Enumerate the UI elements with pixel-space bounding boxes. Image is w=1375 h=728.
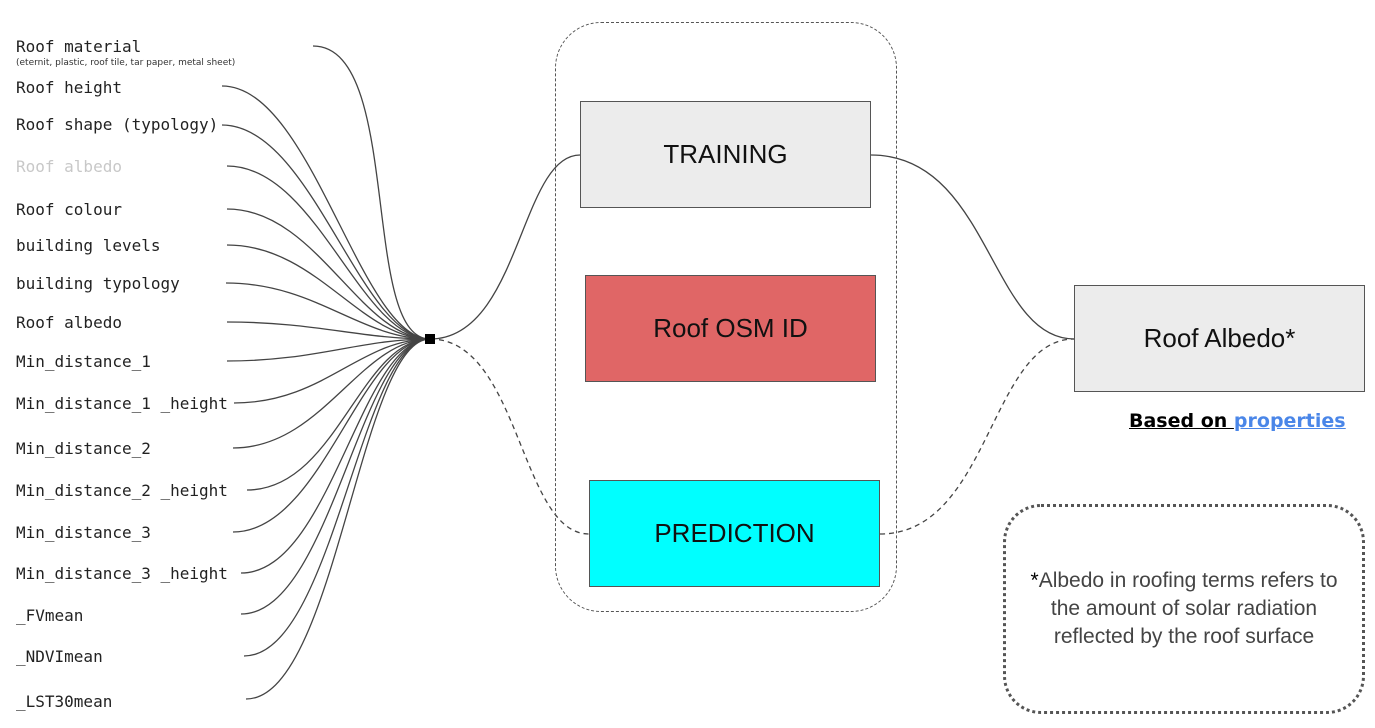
input-feature-label: Min_distance_1 (16, 352, 151, 371)
properties-link[interactable]: properties (1233, 410, 1346, 432)
prediction-label: PREDICTION (654, 518, 815, 548)
based-on-caption: Based on properties (1129, 410, 1346, 432)
note-asterisk: * (1030, 569, 1039, 592)
input-feature-label: Min_distance_2 _height (16, 481, 228, 500)
prediction-connector (429, 338, 590, 535)
input-feature-label: building typology (16, 274, 180, 293)
prediction-box: PREDICTION (589, 480, 880, 587)
feature-connector (240, 338, 431, 615)
feature-connector (243, 338, 431, 657)
input-feature-label: building levels (16, 236, 161, 255)
roof-albedo-output-label: Roof Albedo* (1143, 323, 1296, 353)
prediction-output-connector (879, 338, 1075, 535)
feature-connector (245, 338, 431, 700)
feature-connector (226, 208, 431, 340)
albedo-definition-note: *Albedo in roofing terms refers to the a… (1003, 504, 1365, 714)
input-feature-label: _LST30mean (16, 692, 113, 711)
feature-connector (221, 85, 431, 340)
feature-junction-node (425, 334, 435, 344)
feature-connector (221, 124, 431, 340)
note-body: Albedo in roofing terms refers to the am… (1038, 569, 1338, 648)
feature-connector (232, 338, 431, 449)
feature-connector (233, 338, 431, 404)
feature-connector (226, 321, 431, 340)
model-stage-group (555, 22, 897, 612)
feature-connector (246, 338, 431, 491)
training-label: TRAINING (663, 139, 788, 169)
input-feature-label: _NDVImean (16, 647, 103, 666)
feature-connector (226, 338, 431, 362)
roof-osm-id-label: Roof OSM ID (653, 313, 808, 343)
input-feature-label: Roof albedo (16, 313, 122, 332)
input-feature-label: Roof shape (typology) (16, 115, 219, 134)
input-feature-label: Min_distance_2 (16, 439, 151, 458)
roof-osm-id-box: Roof OSM ID (585, 275, 876, 382)
feature-connector (226, 244, 431, 340)
input-feature-label: Min_distance_3 (16, 523, 151, 542)
input-feature-sublabel: (eternit, plastic, roof tile, tar paper,… (16, 58, 236, 68)
feature-connector (240, 338, 431, 574)
based-on-prefix: Based on (1129, 410, 1234, 432)
roof-albedo-output-box: Roof Albedo* (1074, 285, 1365, 392)
input-feature-label: Roof height (16, 78, 122, 97)
training-output-connector (870, 154, 1075, 340)
input-feature-label: Min_distance_3 _height (16, 564, 228, 583)
input-feature-label: _FVmean (16, 606, 84, 625)
feature-connector (312, 45, 431, 340)
input-feature-label: Roof material (16, 37, 142, 56)
feature-connector (232, 338, 431, 533)
input-feature-label: Roof colour (16, 200, 122, 219)
albedo-definition-text: *Albedo in roofing terms refers to the a… (1026, 567, 1342, 651)
input-feature-label: Min_distance_1 _height (16, 394, 228, 413)
feature-connector (226, 165, 431, 340)
feature-connector (225, 282, 431, 340)
training-connector (429, 154, 581, 340)
training-box: TRAINING (580, 101, 871, 208)
input-feature-label: Roof albedo (16, 157, 122, 176)
